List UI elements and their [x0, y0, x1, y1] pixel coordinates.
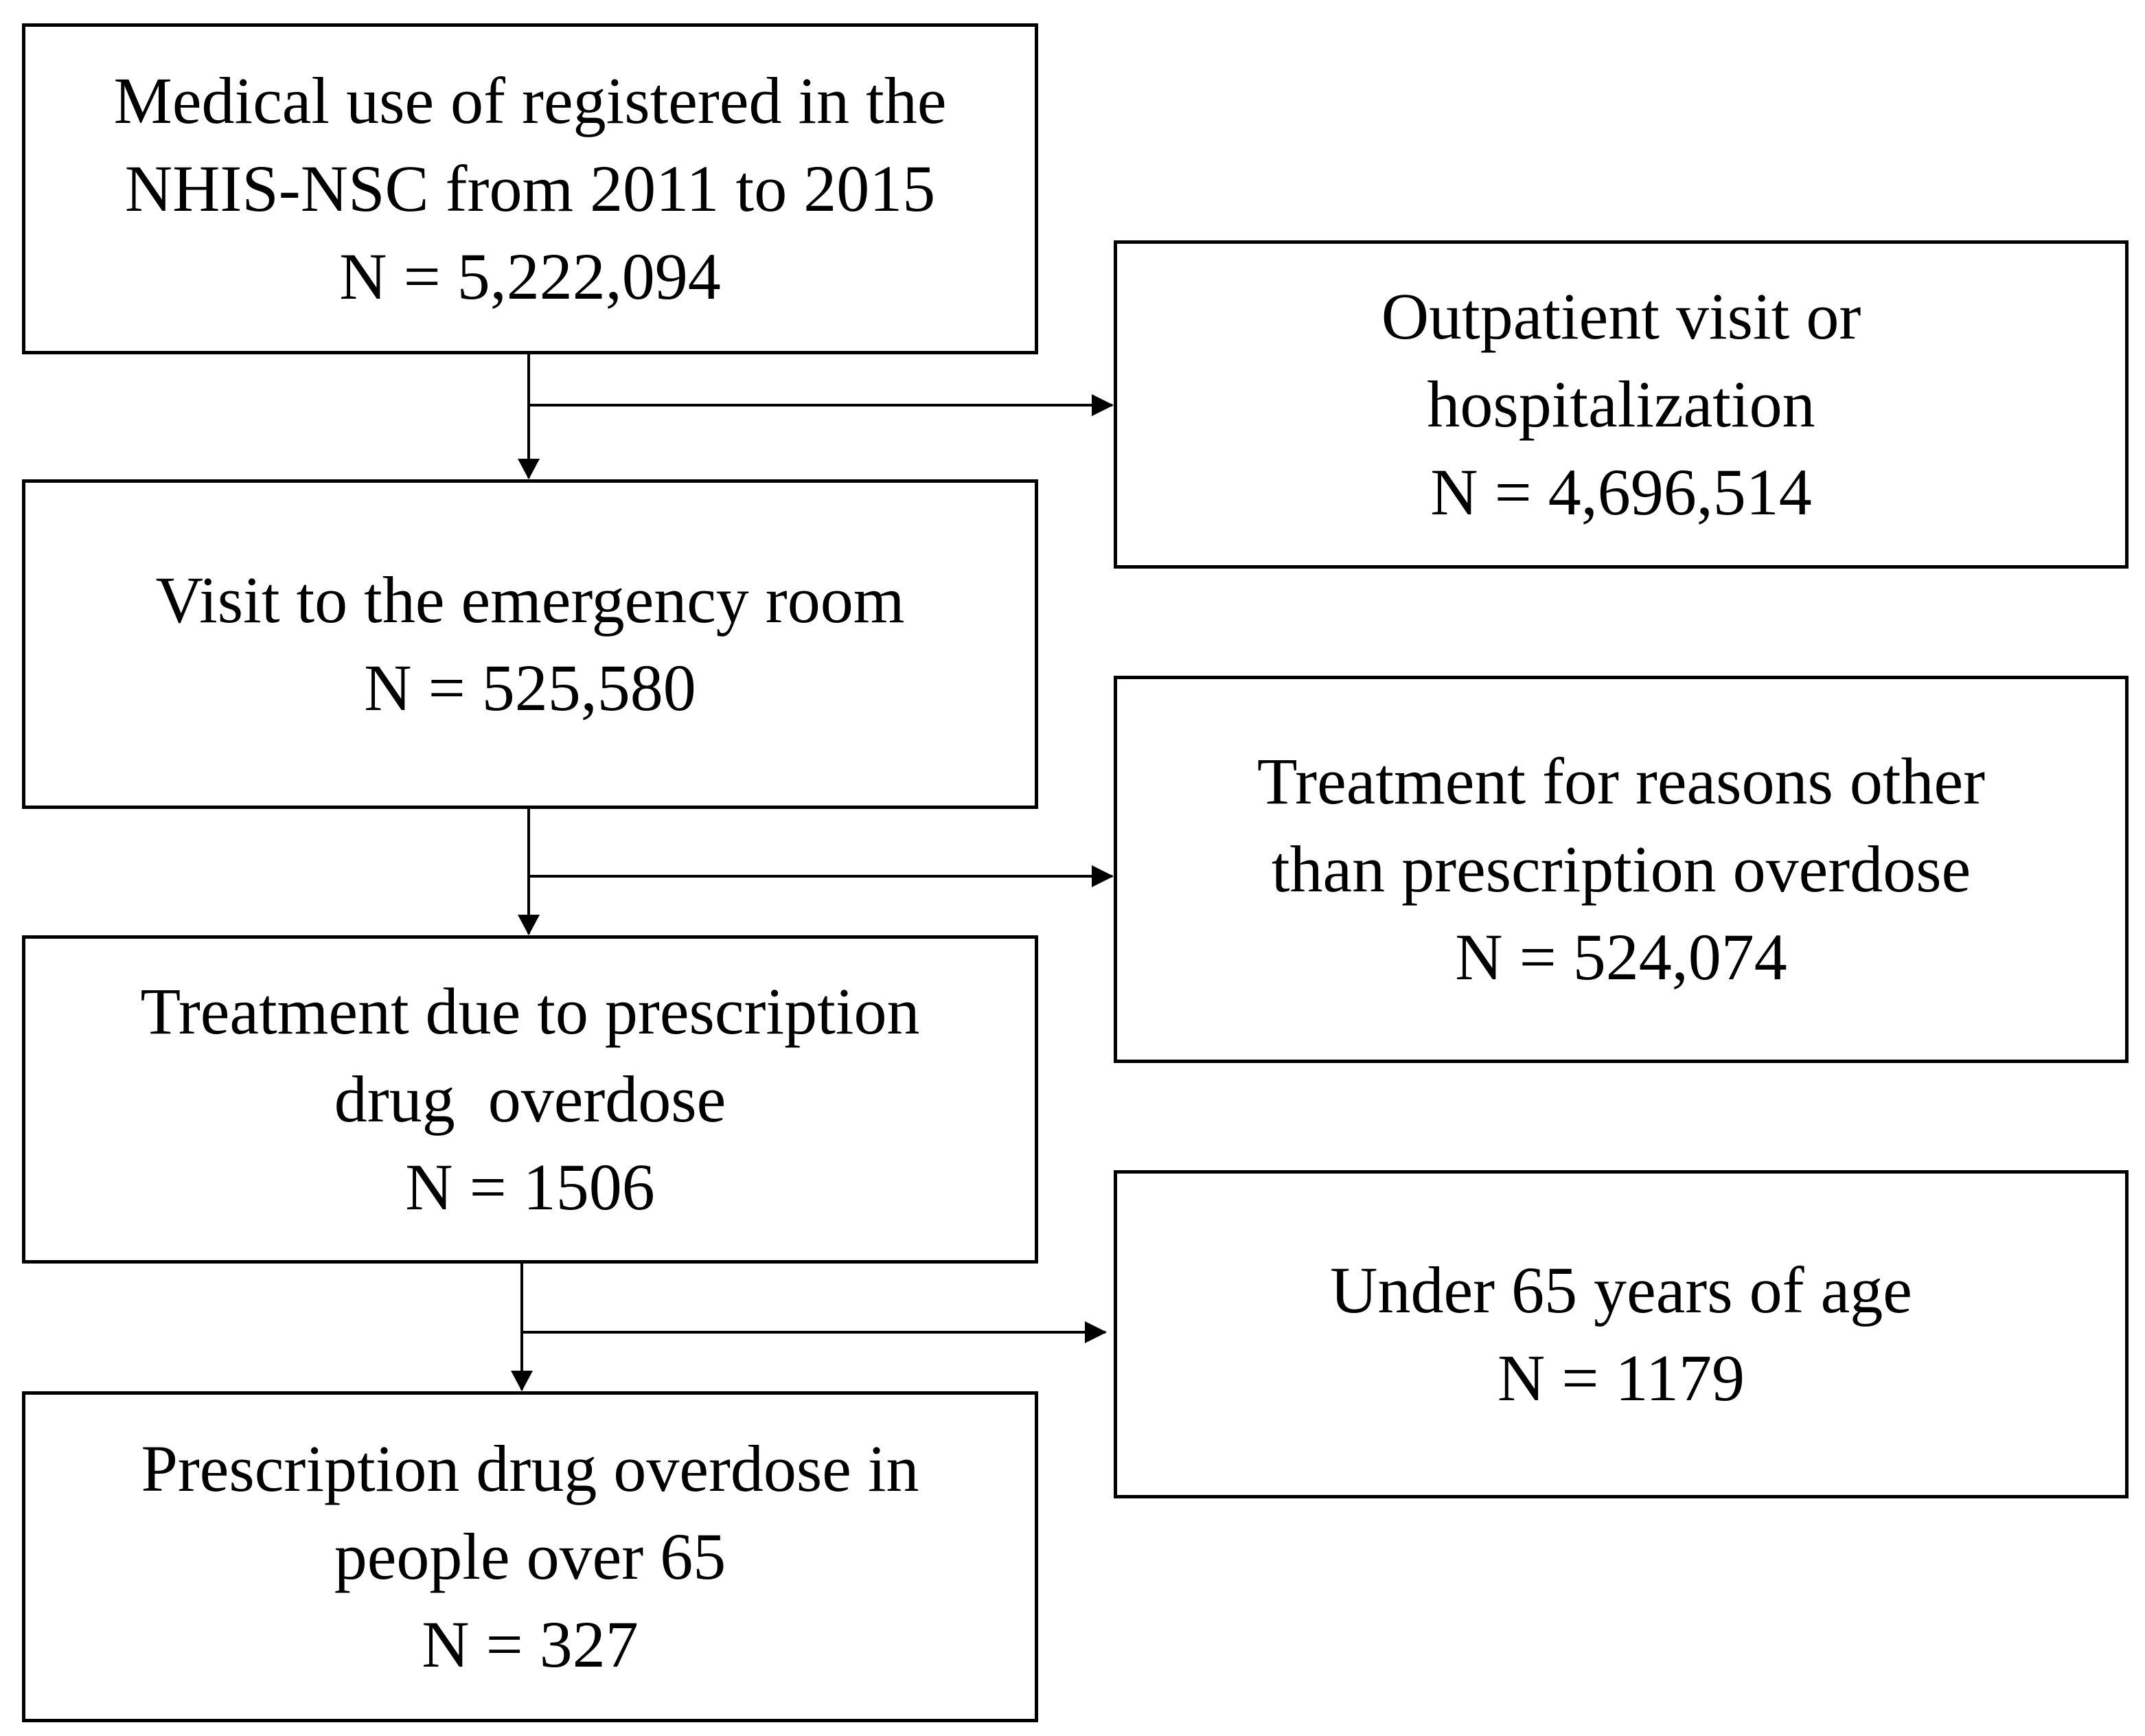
arrowhead-right-2: [1092, 865, 1114, 887]
arrowhead-down-3: [511, 1371, 533, 1391]
exclusion-box-2: Treatment for reasons other than prescri…: [1114, 676, 2129, 1063]
main-box-1-count: N = 5,222,094: [339, 240, 721, 313]
exclusion-box-1: Outpatient visit or hospitalization N = …: [1114, 240, 2129, 569]
main-box-3: Treatment due to prescription drug overd…: [22, 935, 1038, 1264]
arrowhead-right-3: [1085, 1321, 1107, 1343]
exclusion-box-1-line-2: hospitalization: [1427, 367, 1815, 441]
arrowhead-right-1: [1092, 394, 1114, 416]
main-box-4-line-1: Prescription drug overdose in: [141, 1432, 919, 1505]
exclusion-box-2-line-2: than prescription overdose: [1271, 832, 1971, 906]
exclusion-box-1-line-1: Outpatient visit or: [1381, 279, 1861, 353]
main-box-2: Visit to the emergency room N = 525,580: [22, 479, 1038, 809]
main-box-4: Prescription drug overdose in people ove…: [22, 1391, 1038, 1722]
exclusion-box-3: Under 65 years of age N = 1179: [1114, 1170, 2129, 1498]
arrowhead-down-2: [518, 915, 540, 935]
exclusion-box-2-count: N = 524,074: [1455, 920, 1787, 994]
main-box-2-line-1: Visit to the emergency room: [155, 563, 905, 637]
main-box-3-count: N = 1506: [405, 1150, 655, 1224]
main-box-3-line-1: Treatment due to prescription: [140, 974, 920, 1048]
arrowhead-down-1: [518, 459, 540, 479]
main-box-1: Medical use of registered in the NHIS-NS…: [22, 23, 1038, 354]
main-box-4-count: N = 327: [422, 1608, 639, 1681]
main-box-3-line-2: drug overdose: [334, 1062, 726, 1136]
exclusion-box-1-count: N = 4,696,514: [1430, 455, 1812, 529]
main-box-2-count: N = 525,580: [364, 651, 696, 724]
main-box-1-line-1: Medical use of registered in the: [113, 64, 947, 137]
exclusion-box-3-line-1: Under 65 years of age: [1330, 1253, 1912, 1327]
exclusion-box-3-count: N = 1179: [1498, 1341, 1745, 1415]
exclusion-box-2-line-1: Treatment for reasons other: [1257, 744, 1986, 818]
main-box-1-line-2: NHIS-NSC from 2011 to 2015: [124, 152, 936, 225]
main-box-4-line-2: people over 65: [334, 1520, 726, 1593]
